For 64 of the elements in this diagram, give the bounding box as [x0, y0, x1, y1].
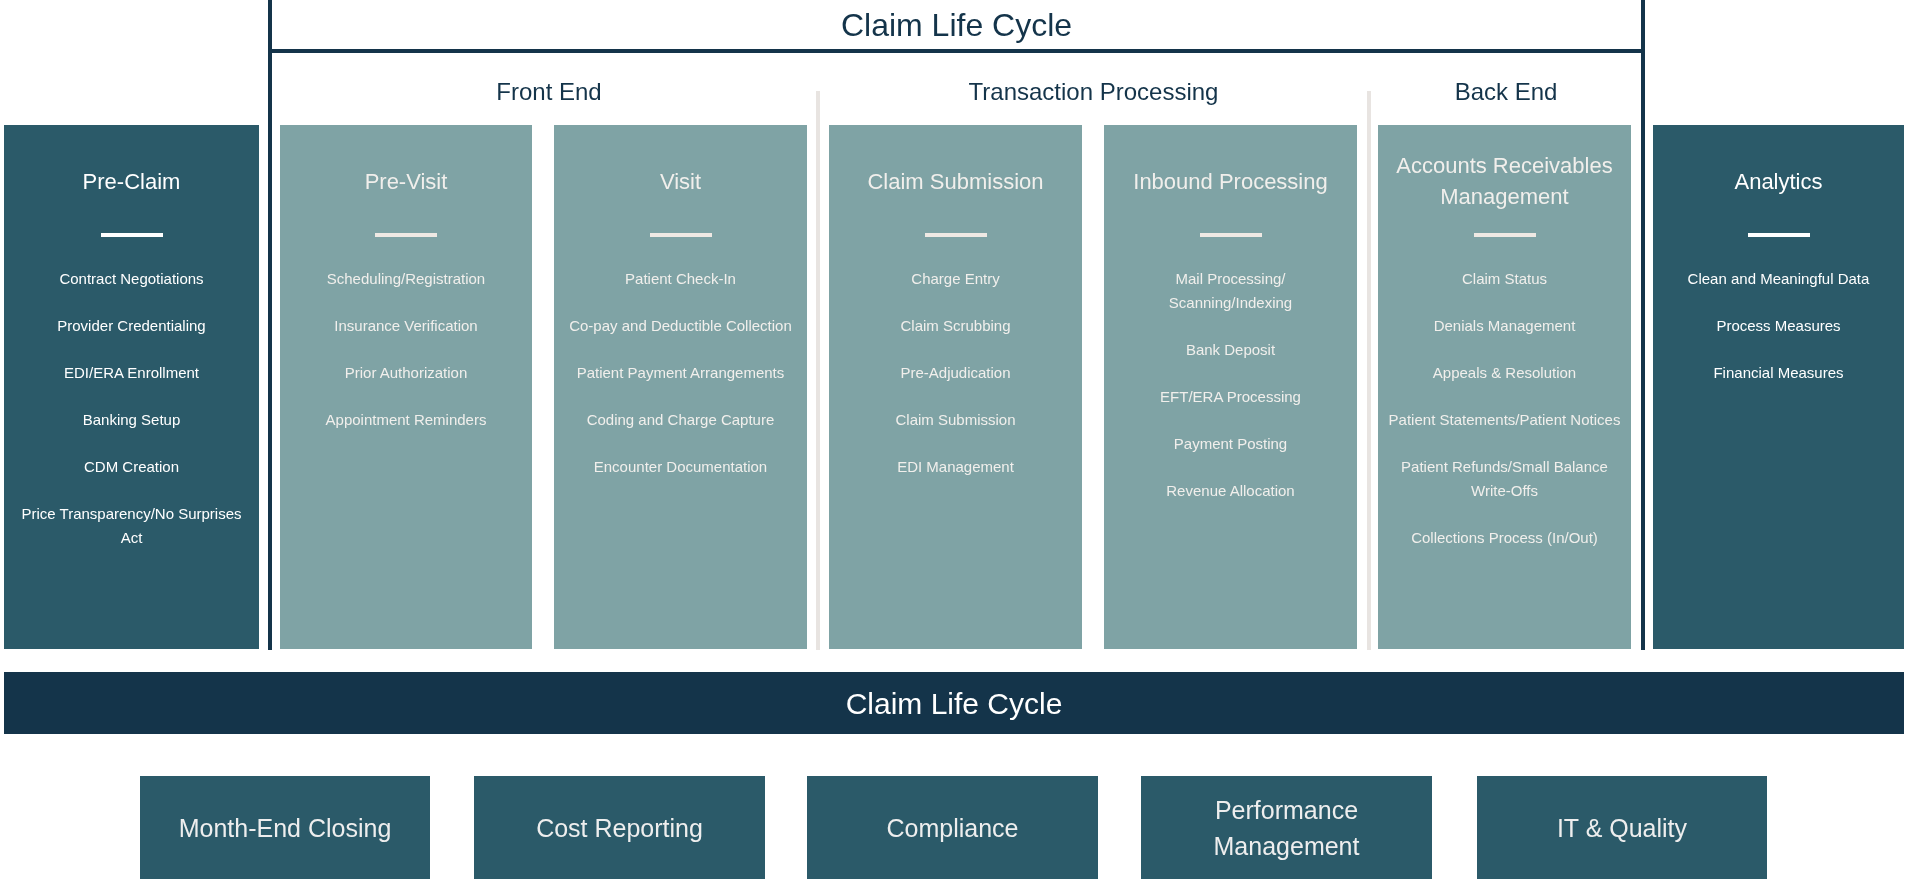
box-text: Cost Reporting [536, 812, 703, 844]
stage-item: Claim Scrubbing [900, 316, 1011, 336]
column-heading: Inbound Processing [1133, 167, 1328, 196]
box-text: Performance Management [1212, 794, 1361, 862]
stage-column [829, 125, 1082, 649]
stage-column [1653, 125, 1904, 649]
stage-item: Financial Measures [1713, 363, 1844, 383]
column-heading: Pre-Claim [82, 167, 181, 196]
stage-item: Scheduling/Registration [326, 269, 486, 289]
stage-item: Patient Payment Arrangements [576, 363, 785, 383]
stage-item: Co-pay and Deductible Collection [569, 316, 792, 336]
stage-item: Banking Setup [82, 410, 181, 430]
stage-item: Charge Entry [911, 269, 1000, 289]
stage-item: Contract Negotiations [59, 269, 204, 289]
stage-item: Collections Process (In/Out) [1411, 528, 1598, 548]
function-box [474, 776, 765, 879]
stage-item: Price Transparency/No Surprises Act [20, 504, 243, 548]
stage-item: Process Measures [1716, 316, 1841, 336]
stage-item: Claim Status [1462, 269, 1547, 289]
stage-column [1104, 125, 1357, 649]
stage-item: Mail Processing/ Scanning/Indexing [1167, 269, 1294, 313]
stage-column [1378, 125, 1631, 649]
stage-item: Insurance Verification [334, 316, 478, 336]
box-text: Month-End Closing [178, 812, 392, 844]
stage-item: Appeals & Resolution [1432, 363, 1577, 383]
column-heading: Accounts Receivables Management [1395, 152, 1614, 211]
box-text: Compliance [886, 812, 1019, 844]
section-heading: Transaction Processing [968, 77, 1219, 107]
function-box [807, 776, 1098, 879]
section-heading: Back End [1454, 77, 1558, 107]
stage-item: Appointment Reminders [325, 410, 487, 430]
function-box [1477, 776, 1767, 879]
stage-item: Bank Deposit [1185, 340, 1276, 360]
stage-item: EFT/ERA Processing [1160, 387, 1301, 407]
section-heading: Front End [496, 77, 602, 107]
stage-item: Provider Credentialing [57, 316, 206, 336]
stage-item: Denials Management [1433, 316, 1576, 336]
stage-item: Patient Statements/Patient Notices [1388, 410, 1621, 430]
banner-bar [4, 672, 1904, 734]
stage-item: EDI Management [897, 457, 1014, 477]
column-heading: Analytics [1734, 167, 1823, 196]
function-box [140, 776, 430, 879]
stage-item: Revenue Allocation [1166, 481, 1295, 501]
stage-item: Clean and Meaningful Data [1687, 269, 1870, 289]
column-heading: Claim Submission [867, 167, 1044, 196]
stage-item: EDI/ERA Enrollment [63, 363, 200, 383]
column-heading: Pre-Visit [364, 167, 448, 196]
stage-item: Encounter Documentation [593, 457, 768, 477]
stage-item: Payment Posting [1173, 434, 1288, 454]
box-text: IT & Quality [1556, 812, 1688, 844]
stage-item: Coding and Charge Capture [586, 410, 775, 430]
stage-item: Pre-Adjudication [900, 363, 1011, 383]
banner-text: Claim Life Cycle [845, 685, 1063, 722]
function-box [1141, 776, 1432, 879]
stage-item: Patient Refunds/Small Balance Write-Offs [1400, 457, 1609, 501]
stage-item: Patient Check-In [625, 269, 736, 289]
stage-column [554, 125, 807, 649]
diagram-title: Claim Life Cycle [840, 5, 1073, 45]
stage-item: Claim Submission [895, 410, 1016, 430]
stage-column [4, 125, 259, 649]
column-heading: Visit [659, 167, 702, 196]
stage-item: CDM Creation [84, 457, 179, 477]
stage-item: Prior Authorization [344, 363, 468, 383]
stage-column [280, 125, 532, 649]
